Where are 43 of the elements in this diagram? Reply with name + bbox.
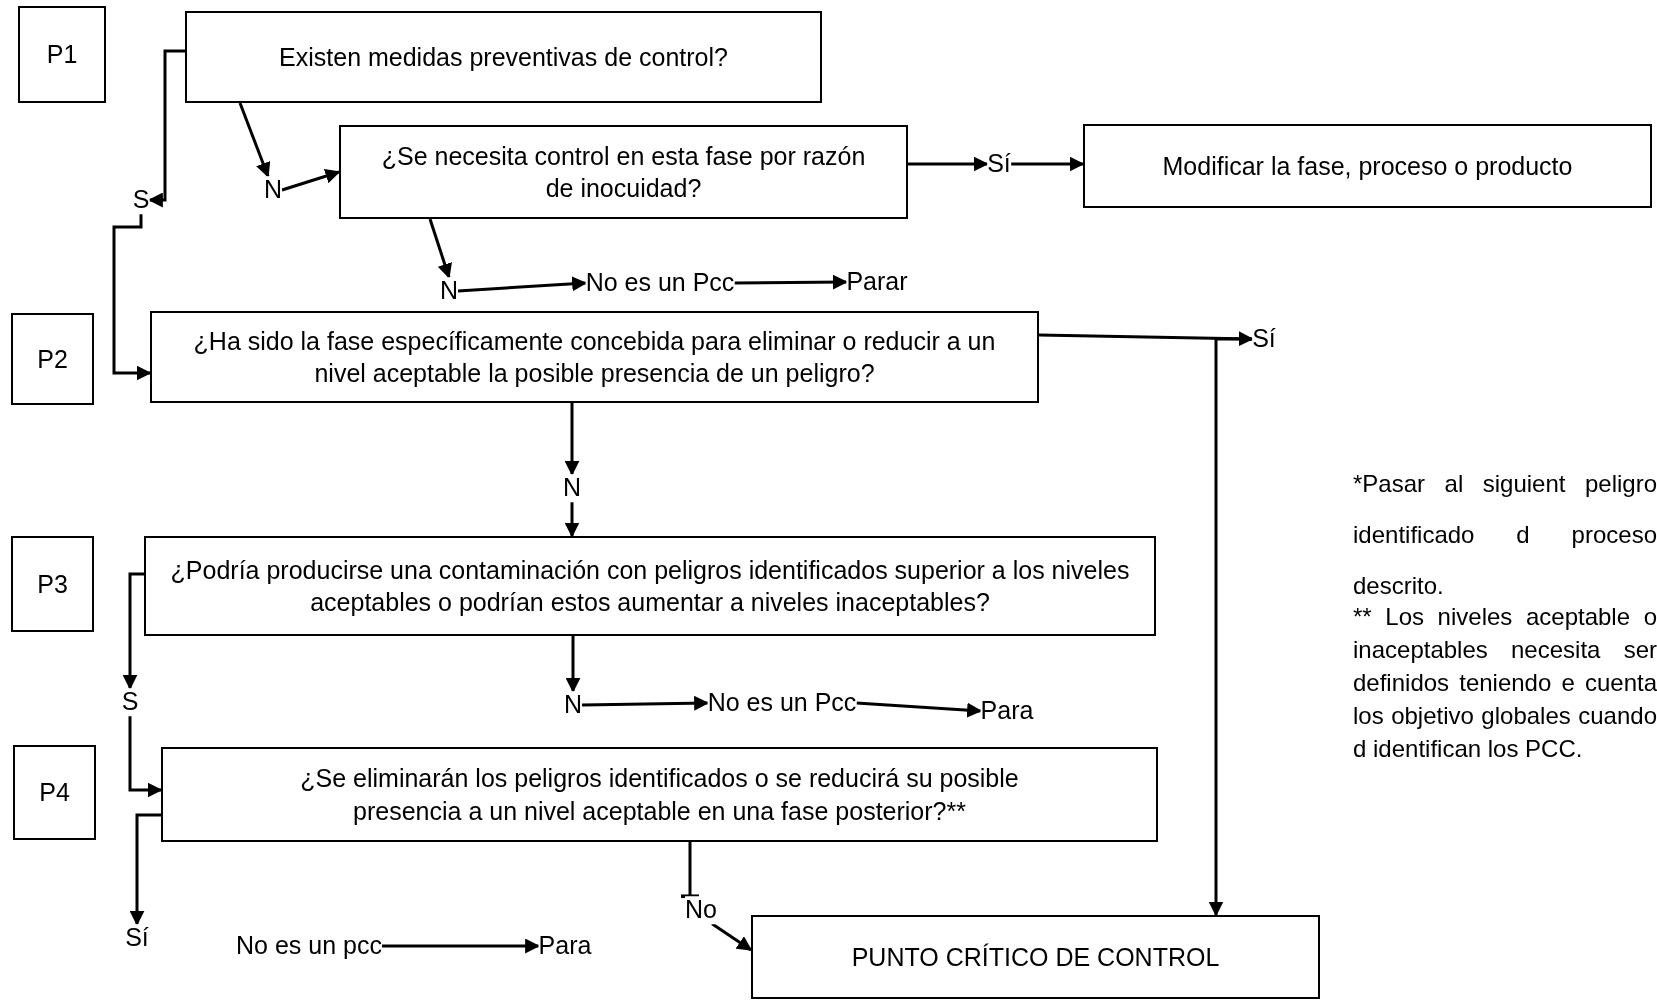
box-text: P1 xyxy=(46,39,78,71)
box-text: ¿Se eliminarán los peligros identificados o se reducirá su posible presencia a un nivel aceptable en una fase posterior?** xyxy=(299,763,1020,827)
arrow xyxy=(428,218,452,279)
action-box xyxy=(1083,124,1652,208)
question-box xyxy=(339,125,908,219)
arrow xyxy=(281,168,341,192)
answer-label: N xyxy=(562,474,582,502)
step-label-box xyxy=(11,536,94,632)
result-box xyxy=(751,915,1320,999)
box-text: Existen medidas preventivas de control? xyxy=(279,41,728,73)
step-label-box xyxy=(18,6,106,103)
arrow xyxy=(711,922,753,952)
box-text: ¿Podría producirse una contaminación con peligros identificados superior a los niveles aceptables o podrían estos aumentar a niveles inaceptables? xyxy=(169,554,1131,618)
question-box xyxy=(144,536,1156,636)
arrow xyxy=(564,501,580,538)
box-text: Modificar la fase, proceso o producto xyxy=(1162,150,1573,182)
arrow xyxy=(1010,156,1085,172)
arrow xyxy=(129,813,161,926)
arrow xyxy=(1208,337,1253,917)
arrow xyxy=(238,102,271,178)
box-text: ¿Ha sido la fase específicamente concebida para eliminar o reducir a un nivel aceptable la posible presencia de un peligro? xyxy=(192,325,997,389)
step-label-box xyxy=(13,745,96,840)
arrow xyxy=(122,572,144,690)
question-box xyxy=(150,311,1039,403)
arrow xyxy=(565,636,581,693)
arrow xyxy=(1038,331,1254,347)
arrow xyxy=(564,403,580,476)
question-box xyxy=(185,11,822,103)
arrow xyxy=(128,715,163,798)
question-box xyxy=(161,747,1158,842)
box-text: ¿Se necesita control en esta fase por razón de inocuidad? xyxy=(380,140,867,204)
arrow xyxy=(734,274,848,290)
box-text: P3 xyxy=(37,568,68,600)
footnote: ** Los niveles aceptable o inaceptables necesita ser definidos teniendo e cuenta los objetivo globales cuando d identifican los PCC. xyxy=(1353,602,1657,764)
box-text: PUNTO CRÍTICO DE CONTROL xyxy=(851,941,1220,973)
step-label-box xyxy=(11,313,94,405)
arrow xyxy=(908,156,989,172)
box-text: P4 xyxy=(39,777,70,809)
answer-label: S xyxy=(121,688,139,716)
arrow xyxy=(112,213,152,381)
footnote: *Pasar al siguient peligro identificado d proceso descrito. xyxy=(1353,469,1657,601)
answer-label: No xyxy=(685,896,717,924)
box-text: P2 xyxy=(37,343,68,375)
